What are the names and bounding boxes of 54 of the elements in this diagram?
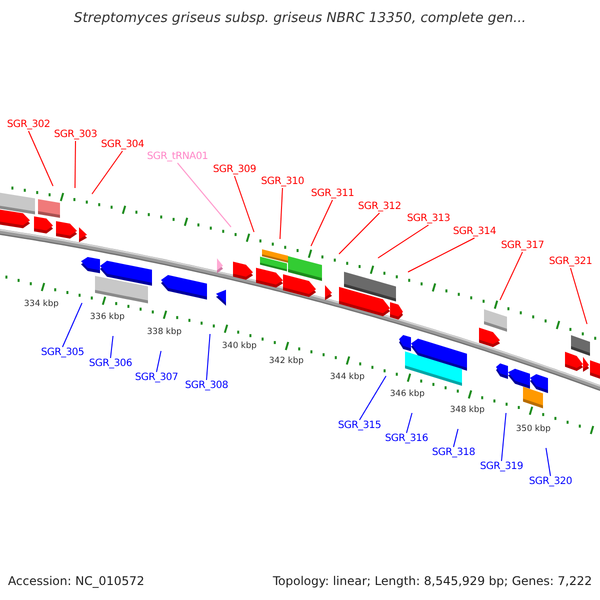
gene-label: SGR_308	[185, 380, 228, 392]
leader-line	[546, 448, 551, 476]
gene-label: SGR_320	[529, 476, 572, 488]
scale-label: 340 kbp	[222, 341, 257, 351]
leader-line	[453, 428, 458, 448]
scale-label: 346 kbp	[390, 389, 425, 399]
gene-label: SGR_311	[311, 188, 354, 200]
gene-label: SGR_312	[358, 201, 402, 213]
footer-text: Topology: linear; Length: 8,545,929 bp; Genes: 7,222	[272, 574, 592, 588]
leader-line	[408, 238, 475, 272]
leader-line	[62, 302, 82, 348]
gene-label: SGR_307	[135, 372, 178, 384]
leader-line	[156, 350, 162, 372]
scale-label: 350 kbp	[516, 424, 551, 434]
gene-label: SGR_309	[213, 164, 256, 176]
leader-line	[338, 212, 380, 254]
gene-label: SGR_304	[101, 139, 144, 151]
gene-label: SGR_310	[261, 176, 304, 188]
leader-line	[280, 188, 283, 240]
leader-line	[234, 176, 254, 232]
gene-label: SGR_321	[549, 256, 592, 268]
scale-label: 344 kbp	[330, 372, 365, 382]
leader-line	[74, 140, 76, 188]
leader-line	[177, 162, 232, 228]
leader-line	[359, 376, 386, 420]
scale-label: 348 kbp	[450, 405, 485, 415]
leader-line	[206, 334, 210, 380]
gene-label: SGR_318	[432, 447, 476, 459]
gene-label: SGR_314	[453, 226, 496, 238]
leader-line	[406, 412, 412, 434]
gene-label: SGR_316	[385, 433, 428, 445]
gene-label: SGR_305	[41, 347, 84, 359]
leader-line	[110, 336, 114, 358]
footer-text: Accession: NC_010572	[8, 574, 144, 588]
gene-label: SGR_317	[501, 240, 544, 252]
gene-label: SGR_319	[480, 461, 524, 473]
scale-label: 334 kbp	[24, 299, 59, 309]
gene-label: SGR_315	[338, 420, 382, 432]
diagram-title: Streptomyces griseus subsp. griseus NBRC 13350, complete gen...	[74, 10, 526, 26]
gene-label: SGR_302	[7, 119, 50, 131]
leader-line	[570, 268, 588, 324]
scale-label: 342 kbp	[269, 356, 304, 366]
leader-line	[500, 252, 523, 300]
gene-label: SGR_313	[407, 213, 450, 225]
gene-label: SGR_306	[89, 358, 132, 370]
leader-line	[501, 412, 506, 462]
scale-label: 338 kbp	[147, 327, 182, 337]
leader-line	[92, 150, 123, 194]
leader-line	[310, 200, 333, 246]
leader-line	[28, 130, 54, 186]
gene-label: SGR_303	[54, 129, 98, 141]
gene-label: SGR_tRNA01	[147, 151, 208, 163]
leader-line	[378, 224, 429, 258]
scale-label: 336 kbp	[90, 312, 125, 322]
